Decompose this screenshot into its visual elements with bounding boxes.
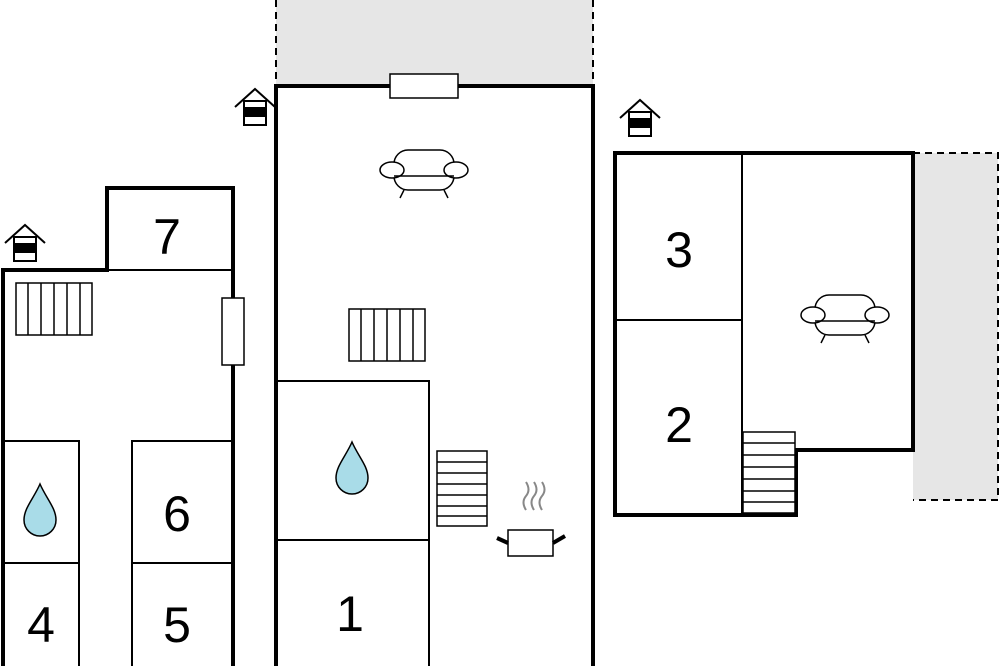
radiator-icon: [348, 308, 426, 362]
radiator-icon: [15, 282, 93, 336]
terrace: [276, 0, 593, 86]
room-label-7: 7: [153, 209, 181, 265]
window: [389, 73, 459, 99]
room-label-5: 5: [163, 597, 191, 653]
left-building: 7 6 4 5: [1, 186, 245, 666]
house-icon: [619, 99, 661, 137]
stairs-icon: [436, 450, 488, 527]
terrace: [913, 153, 998, 500]
middle-building: 1: [274, 0, 595, 666]
water-drop-icon: [23, 483, 57, 537]
right-building: 3 2: [613, 151, 999, 517]
sofa-icon: [800, 294, 890, 344]
stairs-icon: [742, 431, 796, 514]
room-label-6: 6: [163, 486, 191, 542]
water-drop-icon: [335, 441, 369, 495]
house-icon: [4, 224, 46, 262]
room-label-2: 2: [665, 397, 693, 453]
house-icon: [234, 88, 276, 126]
window: [221, 297, 245, 366]
room-label-1: 1: [336, 586, 364, 642]
sofa-icon: [379, 149, 469, 199]
cooking-pot-icon: [496, 481, 567, 557]
room-label-3: 3: [665, 222, 693, 278]
room-label-4: 4: [27, 597, 55, 653]
